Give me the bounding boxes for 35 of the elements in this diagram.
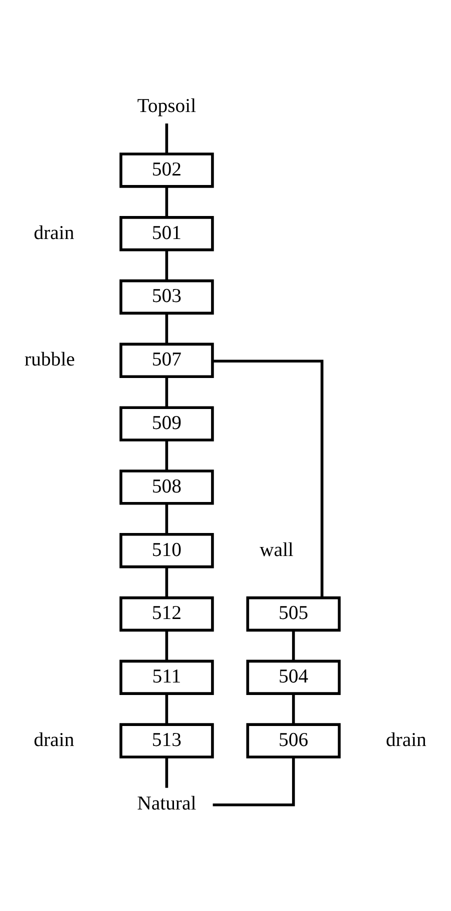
connector — [165, 314, 168, 344]
connector — [165, 757, 168, 788]
node-box: 512 — [120, 596, 214, 632]
connector — [212, 360, 324, 598]
connector — [292, 694, 295, 724]
node-box: 511 — [120, 660, 214, 695]
node-text: Natural — [137, 792, 196, 814]
node-text: Topsoil — [137, 95, 196, 118]
node-box: 501 — [120, 216, 214, 252]
node-label: wall — [260, 538, 294, 561]
connector — [212, 758, 295, 806]
node-box: 502 — [120, 152, 214, 188]
node-box: 513 — [120, 723, 214, 758]
connector — [165, 440, 168, 471]
connector — [165, 123, 168, 154]
node-label: drain — [34, 222, 74, 244]
node-label: drain — [386, 728, 426, 751]
node-box: 505 — [246, 596, 341, 632]
connector — [165, 504, 168, 534]
node-box: 510 — [120, 532, 214, 568]
node-box: 509 — [120, 406, 214, 442]
node-box: 507 — [120, 342, 214, 378]
connector — [165, 567, 168, 598]
node-box: 506 — [246, 723, 341, 758]
connector — [292, 630, 295, 662]
node-box: 508 — [120, 470, 214, 505]
connector — [165, 186, 168, 218]
node-label: rubble — [24, 348, 75, 371]
node-box: 503 — [120, 279, 214, 315]
node-box: 504 — [246, 660, 341, 695]
connector — [165, 694, 168, 724]
node-label: drain — [34, 728, 74, 751]
connector — [165, 630, 168, 662]
connector — [165, 377, 168, 408]
connector — [165, 250, 168, 281]
